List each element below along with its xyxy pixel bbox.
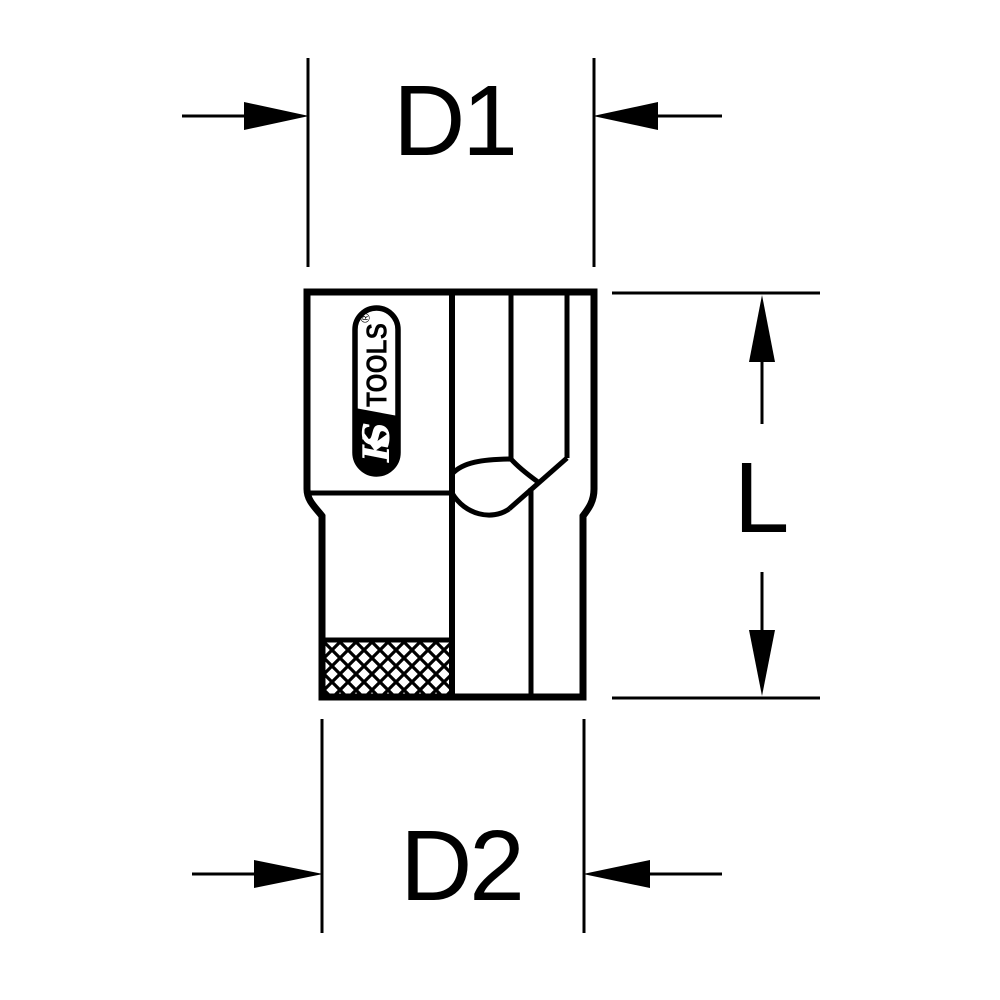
facet-chamfer-arc-right bbox=[509, 457, 540, 485]
l-arrow-up-icon bbox=[749, 295, 775, 362]
socket-body: KS TOOLS ® bbox=[303, 288, 598, 701]
d2-label: D2 bbox=[400, 810, 522, 922]
l-label: L bbox=[734, 442, 787, 554]
dimension-l: L bbox=[612, 291, 820, 700]
facet-transition-diagonal bbox=[507, 456, 569, 511]
d1-arrow-right-icon bbox=[593, 102, 658, 130]
facet-chamfer-arc-left bbox=[450, 456, 512, 476]
logo-tools-text: TOOLS bbox=[362, 323, 394, 407]
logo-ks-black-field bbox=[355, 408, 398, 474]
hex-facet-lines bbox=[307, 292, 570, 697]
d2-arrow-right-icon bbox=[583, 860, 650, 888]
dimension-d1: D1 bbox=[182, 58, 722, 267]
logo-ks-text: KS bbox=[356, 422, 398, 463]
knurl-hatch-area bbox=[324, 642, 450, 694]
l-arrow-down-icon bbox=[749, 630, 775, 696]
neck-scoop-curve bbox=[449, 491, 511, 518]
d2-arrow-left-icon bbox=[254, 860, 323, 888]
registered-trademark-mark: ® bbox=[358, 313, 373, 323]
d1-label: D1 bbox=[393, 65, 515, 177]
knurl-band bbox=[322, 637, 452, 694]
d1-arrow-left-icon bbox=[244, 102, 309, 130]
dimension-d2: D2 bbox=[192, 719, 722, 933]
ks-tools-logo: KS TOOLS ® bbox=[352, 305, 401, 477]
